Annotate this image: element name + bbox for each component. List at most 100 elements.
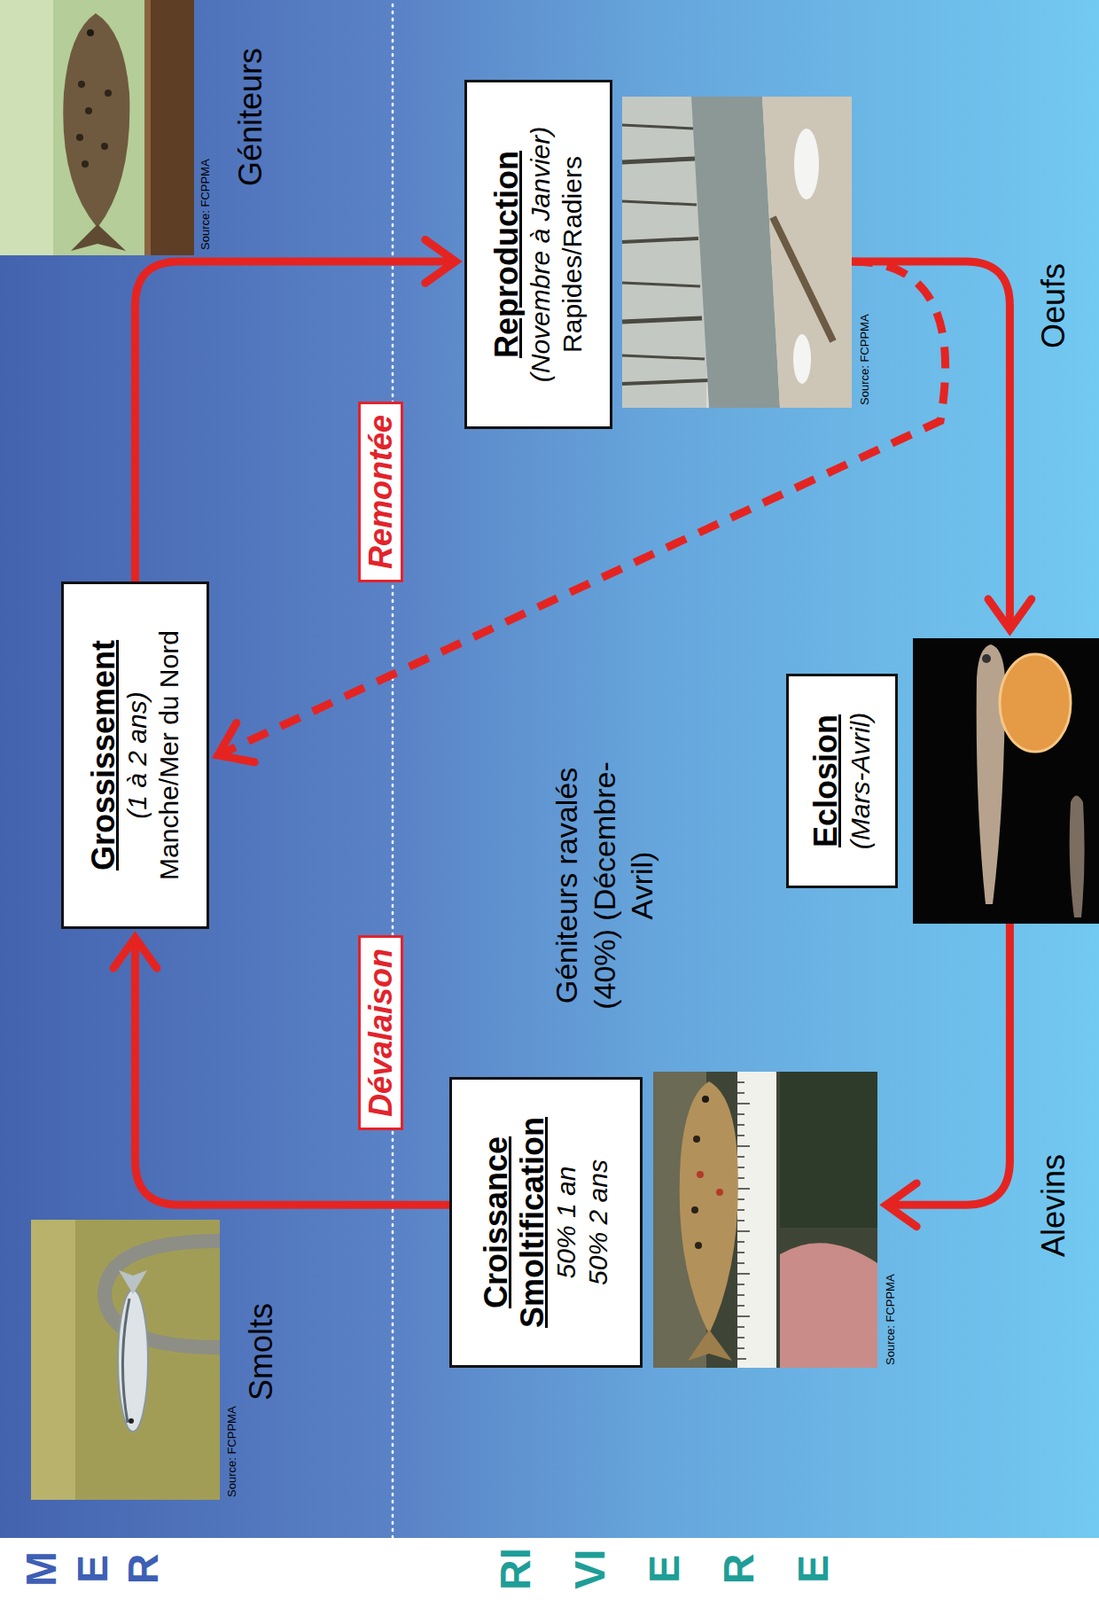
- arrow-head: [988, 599, 1032, 630]
- trout-spot: [81, 160, 89, 168]
- larva-body: [976, 644, 1006, 905]
- stage-node: Reproduction(Novembre à Janvier)Rapides/…: [464, 79, 852, 429]
- connector-line: [886, 923, 1010, 1205]
- tree: [622, 355, 705, 359]
- parr-body: [679, 1081, 739, 1334]
- river-photo: [622, 96, 852, 408]
- ruler: [737, 1071, 777, 1368]
- parr-spot: [691, 1206, 699, 1214]
- smolt-back: [122, 1298, 130, 1423]
- stage-node: Grossissement(1 à 2 ans)Manche/Mer du No…: [61, 581, 210, 929]
- trout-spot: [101, 142, 109, 150]
- node-heading: Grossissement: [85, 639, 122, 871]
- parr-spot: [693, 1135, 701, 1143]
- tree: [622, 380, 710, 384]
- parr-eye: [701, 1095, 710, 1103]
- node-heading: Reproduction: [488, 150, 525, 359]
- ruler-ticks: [737, 1082, 750, 1359]
- shore-line: [391, 0, 395, 1538]
- smolt-eye: [128, 1418, 134, 1424]
- snow-patch: [794, 128, 819, 200]
- photo-ground: [622, 96, 852, 408]
- photo-ground: [912, 638, 1099, 924]
- snow-patch: [793, 334, 811, 384]
- node-text: (Novembre à Janvier): [524, 126, 557, 382]
- connector: [135, 239, 457, 582]
- tree: [622, 201, 697, 205]
- side-strip: [0, 1537, 1099, 1600]
- fallen-log: [772, 217, 834, 342]
- stage-node: Croissance Smoltification50% 1 an50% 2 a…: [449, 1071, 878, 1368]
- node-heading: Croissance Smoltification: [477, 1090, 552, 1355]
- smolt-photo: [31, 1219, 220, 1500]
- trout-body: [62, 13, 130, 228]
- smolt-body: [117, 1289, 149, 1432]
- photo-sky: [622, 96, 707, 408]
- parr-spot: [694, 1241, 702, 1249]
- moss: [779, 1071, 878, 1228]
- smolt-tail: [118, 1270, 148, 1294]
- photo-credit: Source: FCPPMA: [883, 1273, 898, 1365]
- photo-ground: [31, 1219, 220, 1500]
- wood-edge: [144, 0, 152, 256]
- tree: [622, 318, 702, 322]
- tree: [622, 238, 699, 242]
- photo-credit: Source: FCPPMA: [857, 313, 873, 406]
- photo-ground: [31, 1219, 76, 1500]
- node-box: Croissance Smoltification50% 1 an50% 2 a…: [449, 1076, 643, 1368]
- photo-ground: [653, 1071, 878, 1368]
- photo-credit: Source: FCPPMA: [198, 158, 213, 250]
- arrow-head: [425, 239, 456, 283]
- larva-eye: [982, 654, 991, 663]
- arrow-head: [886, 1183, 917, 1227]
- trout-eye: [86, 29, 94, 37]
- edge-label: Oeufs: [1034, 263, 1073, 349]
- parr-spot: [716, 1188, 724, 1196]
- node-text: Rapides/Radiers: [556, 155, 589, 353]
- tree: [622, 158, 695, 163]
- edge-label: Remontée: [358, 401, 404, 583]
- arrow-head: [113, 937, 157, 968]
- node-text: (1 à 2 ans): [121, 691, 154, 819]
- connector-line: [135, 261, 457, 582]
- photo-credit: Source: FCPPMA: [225, 1405, 240, 1497]
- node-box: Reproduction(Novembre à Janvier)Rapides/…: [464, 79, 613, 429]
- photo-ground: [0, 0, 195, 256]
- parr-spot: [696, 1170, 704, 1178]
- connector-line: [851, 261, 1010, 630]
- larva-body: [1069, 795, 1085, 919]
- node-text: (Mars-Avril): [844, 712, 877, 850]
- node-text: Manche/Mer du Nord: [153, 630, 186, 881]
- zone-name: RIVIERE: [478, 1547, 851, 1591]
- stage-node: Eclosion(Mars-Avril): [786, 638, 1099, 924]
- tree: [622, 124, 694, 129]
- connector: [886, 923, 1010, 1227]
- spawner-photo: [0, 0, 195, 256]
- node-text: 50% 1 an: [550, 1166, 583, 1279]
- wood-edge: [150, 0, 195, 256]
- trout-spot: [76, 133, 84, 141]
- trout-tail: [70, 224, 126, 251]
- edge-label: Dévalaison: [358, 935, 404, 1131]
- tree: [622, 282, 701, 287]
- parr-tail: [687, 1329, 733, 1361]
- stage-name: Géniteurs: [231, 47, 270, 187]
- yolk-sac: [999, 654, 1071, 752]
- node-heading: Eclosion: [807, 714, 844, 848]
- node-text: 50% 2 ans: [582, 1159, 615, 1286]
- edge-label: Alevins: [1034, 1153, 1073, 1257]
- arrow-head: [218, 722, 255, 762]
- stage-name: Smolts: [241, 1302, 281, 1401]
- node-box: Grossissement(1 à 2 ans)Manche/Mer du No…: [61, 581, 210, 929]
- trout-spot: [104, 89, 112, 97]
- larva-photo: [912, 638, 1099, 924]
- trout-spot: [77, 80, 86, 88]
- trout-spot: [85, 107, 93, 115]
- photo-ground: [0, 0, 54, 256]
- parr-photo: [653, 1071, 878, 1368]
- edge-label: Géniteurs ravalés (40%) (Décembre-Avril): [547, 752, 662, 1019]
- hand: [779, 1242, 878, 1368]
- zone-name: MER: [15, 1547, 170, 1591]
- node-box: Eclosion(Mars-Avril): [786, 673, 898, 889]
